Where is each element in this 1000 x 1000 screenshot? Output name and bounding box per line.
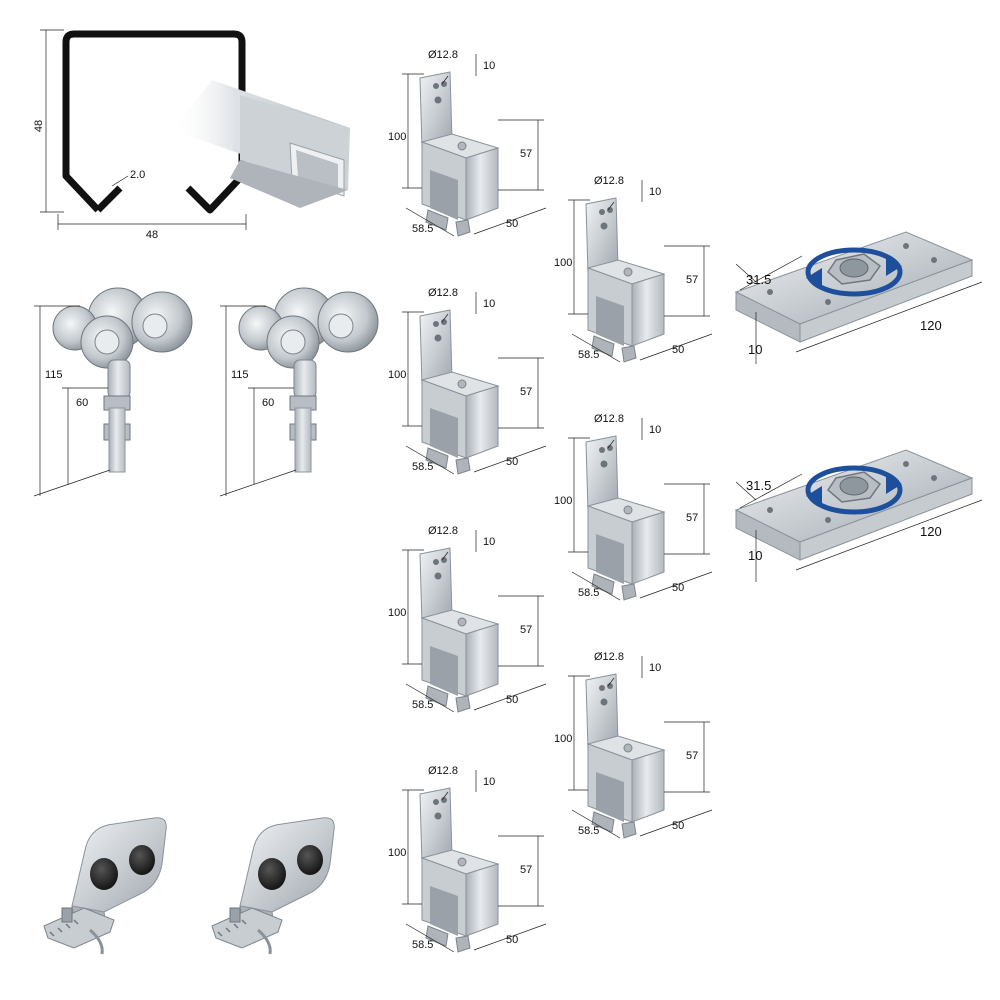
bracket-hole-label: Ø12.8 bbox=[428, 287, 458, 299]
plate-height-label: 10 bbox=[748, 342, 762, 357]
profile-thickness-label: 2.0 bbox=[130, 169, 145, 181]
profile-cross-section bbox=[62, 30, 246, 214]
bracket-6: Ø12.8 10 100 57 58.5 50 bbox=[554, 413, 713, 601]
bracket-top-label: 10 bbox=[649, 186, 661, 198]
bracket-width-label: 50 bbox=[672, 344, 684, 356]
trolley-1: 115 60 bbox=[33, 287, 193, 497]
bracket-inner-label: 57 bbox=[520, 864, 532, 876]
bracket-height-label: 100 bbox=[388, 369, 406, 381]
profile-width-label: 48 bbox=[146, 229, 158, 241]
floor-guide-icon bbox=[42, 816, 168, 956]
bracket-height-label: 100 bbox=[554, 257, 572, 269]
mounting-plate-1: 31.5 120 10 bbox=[736, 232, 983, 364]
bracket-inner-label: 57 bbox=[686, 274, 698, 286]
mounting-plate-2: 31.5 120 10 bbox=[736, 450, 983, 582]
bracket-top-label: 10 bbox=[483, 60, 495, 72]
plate-length-label: 120 bbox=[920, 318, 942, 333]
plate-height-label: 10 bbox=[748, 548, 762, 563]
floor-guide-2 bbox=[210, 816, 336, 956]
bracket-inner-label: 57 bbox=[520, 386, 532, 398]
bracket-top-label: 10 bbox=[483, 298, 495, 310]
bracket-width-label: 50 bbox=[506, 456, 518, 468]
plate-offset-label: 31.5 bbox=[746, 478, 771, 493]
trolley-2: 115 60 bbox=[219, 287, 379, 497]
bracket-top-label: 10 bbox=[483, 536, 495, 548]
trolley-overall-label: 115 bbox=[45, 369, 63, 381]
trolley-thread-label: 60 bbox=[76, 397, 88, 409]
bracket-hole-label: Ø12.8 bbox=[594, 413, 624, 425]
bracket-hole-label: Ø12.8 bbox=[428, 765, 458, 777]
bracket-height-label: 100 bbox=[388, 607, 406, 619]
bracket-depth-label: 58.5 bbox=[578, 825, 599, 837]
bracket-inner-label: 57 bbox=[686, 750, 698, 762]
bracket-height-label: 100 bbox=[554, 495, 572, 507]
bracket-top-label: 10 bbox=[649, 662, 661, 674]
bracket-top-label: 10 bbox=[649, 424, 661, 436]
bracket-4: Ø12.8 10 100 57 58.5 50 bbox=[388, 765, 547, 953]
bracket-width-label: 50 bbox=[506, 694, 518, 706]
bracket-width-label: 50 bbox=[672, 582, 684, 594]
bracket-width-label: 50 bbox=[506, 934, 518, 946]
bracket-inner-label: 57 bbox=[520, 148, 532, 160]
bracket-hole-label: Ø12.8 bbox=[594, 175, 624, 187]
bracket-1: Ø12.8 10 100 57 58.5 50 bbox=[388, 49, 547, 237]
bracket-inner-label: 57 bbox=[520, 624, 532, 636]
bracket-depth-label: 58.5 bbox=[578, 349, 599, 361]
floor-guide-1 bbox=[42, 816, 168, 956]
plate-length-label: 120 bbox=[920, 524, 942, 539]
bracket-5: Ø12.8 10 100 57 58.5 50 bbox=[554, 175, 713, 363]
bracket-width-label: 50 bbox=[672, 820, 684, 832]
track-rail-3d bbox=[172, 80, 350, 208]
bracket-depth-label: 58.5 bbox=[412, 699, 433, 711]
bracket-height-label: 100 bbox=[554, 733, 572, 745]
profile-height-label: 48 bbox=[33, 120, 45, 132]
bracket-height-label: 100 bbox=[388, 847, 406, 859]
bracket-7: Ø12.8 10 100 57 58.5 50 bbox=[554, 651, 713, 839]
bracket-2: Ø12.8 10 100 57 58.5 50 bbox=[388, 287, 547, 475]
bracket-depth-label: 58.5 bbox=[578, 587, 599, 599]
floor-guide-icon bbox=[210, 816, 336, 956]
bracket-height-label: 100 bbox=[388, 131, 406, 143]
track-profile: 48 48 2.0 bbox=[33, 29, 247, 241]
plate-offset-label: 31.5 bbox=[746, 272, 771, 287]
trolley-thread-label: 60 bbox=[262, 397, 274, 409]
bracket-3: Ø12.8 10 100 57 58.5 50 bbox=[388, 525, 547, 713]
bracket-depth-label: 58.5 bbox=[412, 223, 433, 235]
bracket-depth-label: 58.5 bbox=[412, 461, 433, 473]
bracket-inner-label: 57 bbox=[686, 512, 698, 524]
bracket-depth-label: 58.5 bbox=[412, 939, 433, 951]
bracket-width-label: 50 bbox=[506, 218, 518, 230]
bracket-top-label: 10 bbox=[483, 776, 495, 788]
bracket-hole-label: Ø12.8 bbox=[428, 49, 458, 61]
trolley-overall-label: 115 bbox=[231, 369, 249, 381]
bracket-hole-label: Ø12.8 bbox=[428, 525, 458, 537]
bracket-hole-label: Ø12.8 bbox=[594, 651, 624, 663]
